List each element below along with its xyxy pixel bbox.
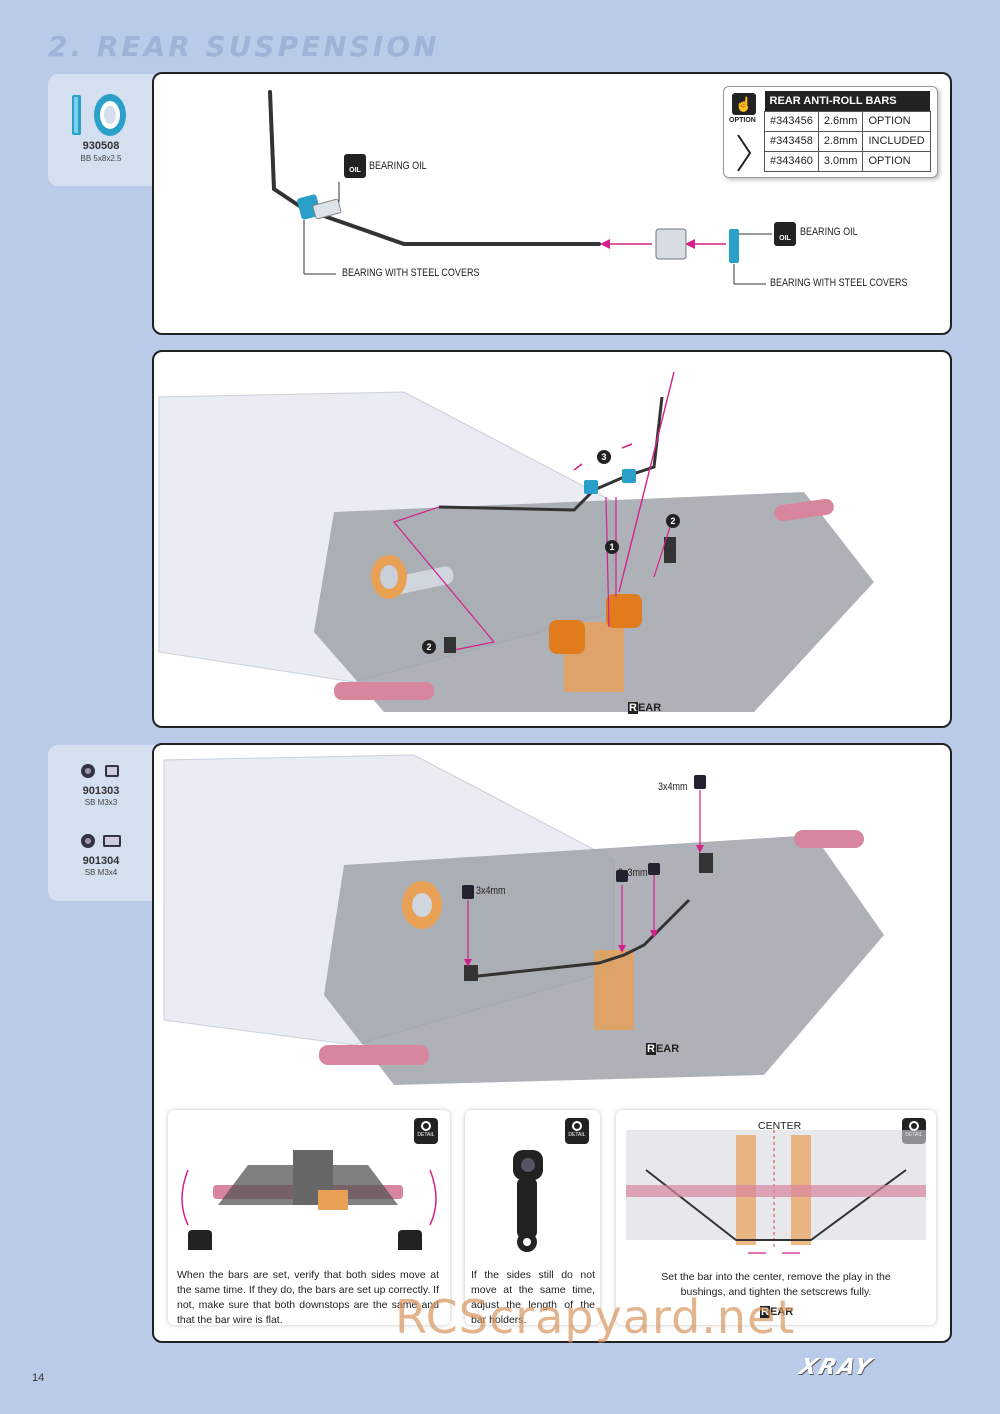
table-cell: 3.0mm [817, 150, 864, 172]
rear-label: REAR [760, 1306, 794, 1318]
parts-box-setscrews: 901303 SB M3x3 901304 SB M3x4 [48, 745, 154, 901]
center-label: CENTER [758, 1120, 802, 1132]
step-badge: 1 [605, 540, 619, 554]
thumbs-up-icon: ☝ [732, 93, 756, 115]
part-code: 901304 [82, 855, 120, 867]
table-row: #343458 2.8mm INCLUDED [764, 130, 931, 152]
oil-icon: OIL [774, 222, 796, 246]
table-cell: 2.6mm [817, 110, 864, 132]
part-desc: BB 5x8x2.5 [80, 154, 122, 163]
setscrew-m3x4-icon [81, 834, 121, 848]
screw-size-label: 3x4mm [658, 781, 688, 793]
table-cell: INCLUDED [862, 130, 931, 152]
detail-text: Set the bar into the center, remove the … [661, 1271, 891, 1298]
bar-shape-icon [737, 134, 752, 172]
detail-panel-center: DETAIL CENTER Set the bar into the cente… [616, 1110, 936, 1325]
bar-holder-diagram [513, 1150, 543, 1252]
table-cell: 2.8mm [817, 130, 864, 152]
step-badge: 2 [422, 640, 436, 654]
detail-text: When the bars are set, verify that both … [177, 1269, 439, 1325]
chassis-bar-mount-diagram [163, 754, 884, 1085]
brand-logo: XRAY [796, 1355, 876, 1380]
detail-panel-downstops: DETAIL When the bars are set, verify tha… [168, 1110, 450, 1325]
chassis-assembly-diagram [158, 371, 874, 712]
setscrew-m3x3-icon [81, 764, 119, 778]
oil-icon: OIL [344, 154, 366, 178]
rear-view-diagram [181, 1150, 437, 1250]
table-cell: OPTION [862, 150, 931, 172]
detail-text: If the sides still do not move at the sa… [471, 1269, 595, 1325]
detail-panel-bar-holder: DETAIL If the sides still do not move at… [465, 1110, 600, 1325]
option-icon-label: OPTION [729, 117, 756, 124]
bearing-oil-label: BEARING OIL [800, 226, 858, 238]
table-cell: #343458 [764, 130, 819, 152]
rear-label: REAR [628, 702, 662, 714]
step-badge: 3 [597, 450, 611, 464]
detail-icon: DETAIL [565, 1118, 589, 1144]
parts-box-bearing: 930508 BB 5x8x2.5 [48, 74, 154, 186]
step-badge: 2 [666, 514, 680, 528]
anti-roll-bar-diagram [268, 90, 772, 285]
step2-panel: 3 2 1 2 REAR [152, 350, 952, 728]
rear-label: REAR [646, 1043, 680, 1055]
table-cell: #343460 [764, 150, 819, 172]
part-desc: SB M3x3 [84, 798, 118, 807]
bearing-part-icon [72, 94, 126, 136]
option-table: ☝ OPTION REAR ANTI-ROLL BARS #343456 2.6… [723, 86, 938, 178]
table-row: #343460 3.0mm OPTION [764, 150, 931, 172]
option-table-header: REAR ANTI-ROLL BARS [764, 91, 931, 111]
part-desc: SB M3x4 [84, 868, 118, 877]
bearing-oil-label: BEARING OIL [369, 160, 427, 172]
table-row: #343456 2.6mm OPTION [764, 110, 931, 132]
option-table-grid: REAR ANTI-ROLL BARS #343456 2.6mm OPTION… [764, 91, 931, 172]
bearing-steel-covers-label: BEARING WITH STEEL COVERS [770, 277, 908, 289]
part-code: 930508 [82, 140, 120, 152]
page-title: 2. REAR SUSPENSION [48, 30, 440, 63]
table-cell: OPTION [862, 110, 931, 132]
detail-icon: DETAIL [414, 1118, 438, 1144]
table-cell: #343456 [764, 110, 819, 132]
bearing-steel-covers-label: BEARING WITH STEEL COVERS [342, 267, 480, 279]
screw-size-label: 3x4mm [476, 885, 506, 897]
center-bar-diagram [626, 1130, 926, 1254]
screw-size-label: 3x3mm [618, 867, 648, 879]
part-code: 901303 [82, 785, 120, 797]
page-number: 14 [32, 1372, 45, 1384]
watermark: RCScrapyard.net [395, 1290, 796, 1344]
